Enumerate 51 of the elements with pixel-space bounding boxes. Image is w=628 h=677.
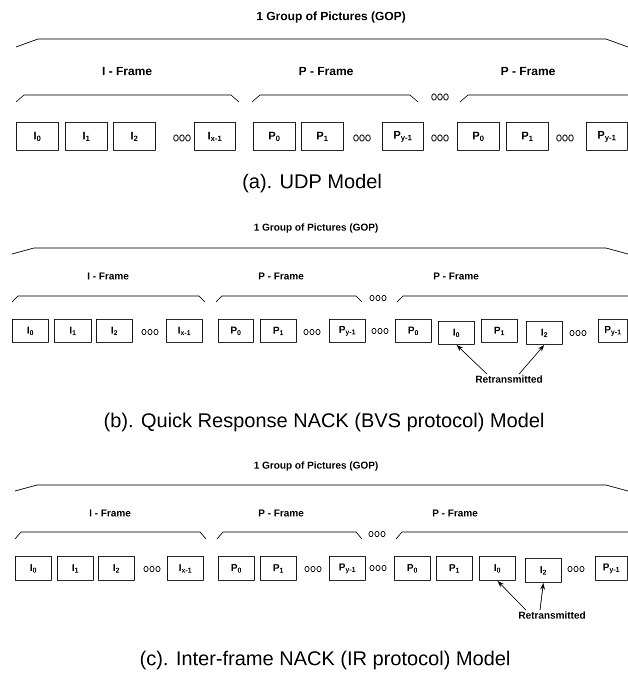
- frame-box: P$_{1}$: [506, 122, 549, 151]
- frame-box: I$_{1}$: [65, 122, 108, 151]
- frame-box: I$_{0}$: [16, 122, 59, 151]
- frame-box: I$_{2}$: [526, 321, 563, 345]
- heading: I - Frame: [88, 272, 128, 280]
- frame-box: P$_{y-1}$: [598, 319, 628, 343]
- frame-box: I$_{2}$: [98, 556, 135, 581]
- heading: P - Frame: [432, 510, 478, 516]
- frame-box: I$_{0}$: [438, 321, 475, 345]
- frame-box: P$_{1}$: [301, 122, 344, 151]
- frame-box: P$_{1}$: [436, 556, 473, 581]
- frame-box: I$_{2}$: [96, 319, 133, 343]
- frame-box: I$_{1}$: [54, 319, 92, 343]
- frame-box: I$_{0}$: [479, 556, 516, 581]
- heading: 1 Group of Pictures (GOP): [254, 461, 378, 471]
- frame-box: I$_{x-1}$: [166, 319, 203, 343]
- caption: (c). Inter-frame NACK (IR protocol) Model: [140, 650, 510, 670]
- frame-box: P$_{0}$: [253, 122, 296, 151]
- heading: P - Frame: [299, 66, 353, 76]
- heading: 1 Group of Pictures (GOP): [257, 11, 406, 23]
- frame-box: I$_{x-1}$: [167, 556, 204, 581]
- frame-box: I$_{x-1}$: [194, 122, 236, 151]
- heading: P - Frame: [501, 66, 555, 76]
- frame-box: I$_{2}$: [113, 122, 156, 151]
- frame-box: P$_{0}$: [395, 319, 432, 343]
- frame-box: P$_{0}$: [218, 319, 254, 343]
- caption: (a). UDP Model: [243, 174, 380, 192]
- frame-box: P$_{1}$: [481, 319, 518, 343]
- heading: P - Frame: [258, 510, 304, 516]
- frame-box: P$_{y-1}$: [329, 556, 366, 581]
- frame-box: I$_{0}$: [15, 556, 52, 581]
- heading: P - Frame: [258, 272, 304, 280]
- frame-box: I$_{2}$: [525, 558, 562, 583]
- heading: P - Frame: [434, 272, 478, 280]
- frame-box: P$_{0}$: [457, 122, 500, 151]
- frame-box: P$_{1}$: [260, 556, 297, 581]
- frame-box: P$_{y-1}$: [586, 122, 628, 151]
- frame-box: P$_{y-1}$: [382, 122, 424, 151]
- heading: I - Frame: [102, 66, 152, 76]
- frame-box: I$_{1}$: [57, 556, 94, 581]
- caption: (b). Quick Response NACK (BVS protocol) Model: [104, 412, 544, 432]
- heading: I - Frame: [90, 510, 130, 516]
- frame-box: P$_{y-1}$: [329, 319, 366, 343]
- frame-box: P$_{y-1}$: [595, 556, 628, 581]
- annotation-text: Retransmitted: [476, 375, 542, 383]
- heading: 1 Group of Pictures (GOP): [254, 223, 378, 233]
- frame-box: P$_{1}$: [260, 319, 297, 343]
- annotation-text: Retransmitted: [519, 611, 585, 619]
- frame-box: P$_{0}$: [218, 556, 255, 581]
- frame-box: P$_{0}$: [394, 556, 431, 581]
- frame-box: I$_{0}$: [12, 319, 49, 343]
